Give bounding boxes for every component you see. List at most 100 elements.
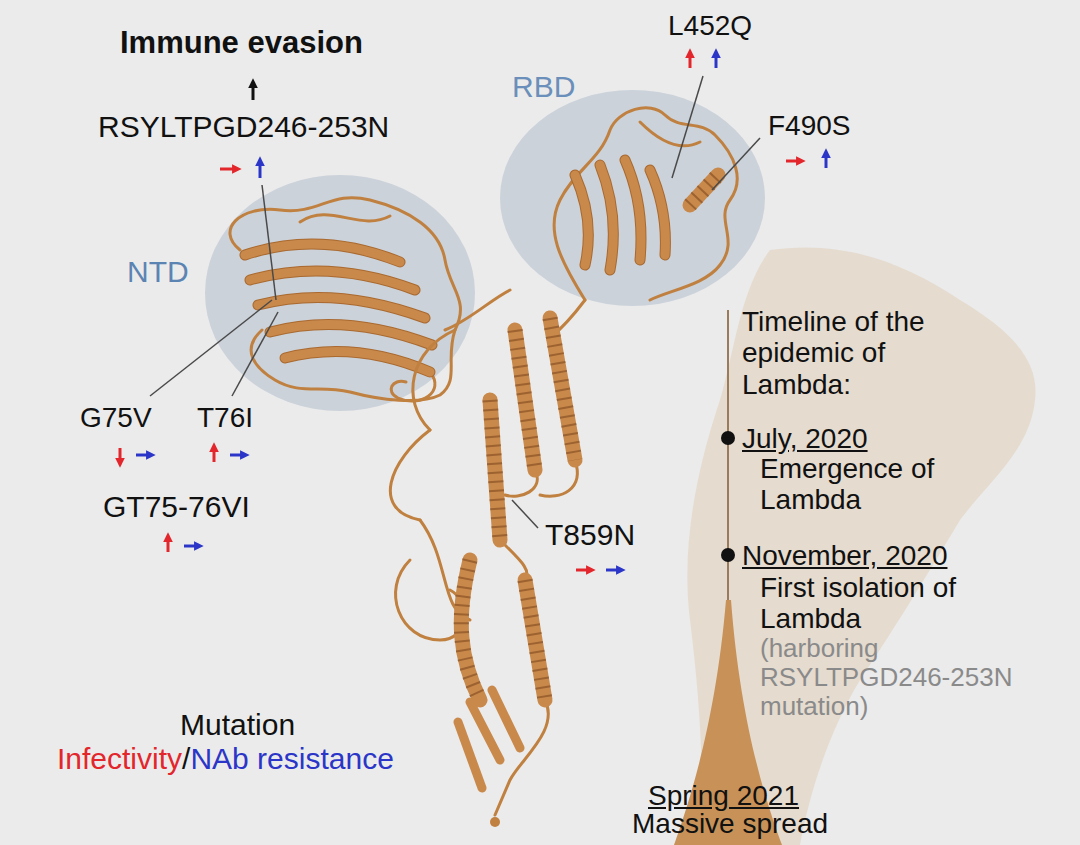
label-holder: T859N <box>545 518 635 552</box>
effect-arrow-part <box>119 448 122 460</box>
annotation-text: Immune evasion <box>120 26 363 61</box>
domain-region: NTD <box>205 175 475 411</box>
domain-label: RBD <box>512 70 575 104</box>
effect-arrow-part <box>825 156 828 168</box>
ntd-cartoon-part <box>270 324 432 345</box>
ntd-cartoon-part <box>245 244 400 262</box>
effect-arrow-part <box>167 540 170 552</box>
stalk-cartoon-part <box>550 318 575 460</box>
stalk-cartoon-part <box>525 580 545 700</box>
stalk-cartoon <box>390 290 585 827</box>
rbd-cartoon-part <box>690 175 718 205</box>
stalk-cartoon-part <box>458 722 482 788</box>
annotation-text: T859N <box>545 518 635 552</box>
annotation-text: F490S <box>768 110 851 141</box>
annotation-text: / <box>182 742 190 775</box>
stalk-cartoon-part <box>550 318 575 460</box>
annotation-text: First isolation of Lambda <box>760 572 975 635</box>
stalk-cartoon-part <box>492 690 520 748</box>
annotation-text: Massive spread <box>632 808 828 839</box>
annotation-text: July, 2020 <box>742 423 868 454</box>
annotation-text: GT75-76VI <box>103 490 250 524</box>
label-holder: GT75-76VI <box>103 490 250 524</box>
stalk-cartoon-part <box>445 290 510 330</box>
label-holder: G75V <box>80 402 152 433</box>
ntd-cartoon-part <box>285 352 430 372</box>
ntd-cartoon-part <box>258 297 425 318</box>
legend-text: NAb resistance <box>190 742 393 775</box>
effect-arrow-part <box>213 450 216 462</box>
label-holder: L452Q <box>668 10 752 41</box>
rbd-cartoon <box>554 108 737 300</box>
effect-arrow-part <box>259 164 262 178</box>
legend-color: NAb resistance <box>190 742 393 776</box>
effect-arrow-part <box>689 56 692 68</box>
annotation-text: RSYLTPGD246-253N <box>98 110 389 144</box>
legend-separator: / <box>182 742 190 776</box>
rbd-cartoon-part <box>640 122 700 146</box>
stalk-cartoon-part <box>461 560 480 700</box>
stalk-cartoon-part <box>515 330 535 470</box>
timeline-part <box>721 548 735 562</box>
rbd-cartoon-part <box>650 170 665 255</box>
region-ellipse <box>500 90 765 306</box>
effect-arrow-part <box>252 86 255 100</box>
region-ellipse <box>205 175 475 411</box>
effect-arrow-part <box>220 168 234 171</box>
leader-line-part <box>262 185 276 300</box>
ntd-cartoon <box>230 198 460 401</box>
domain-region: RBD <box>500 90 765 306</box>
leader-line-part <box>712 138 760 190</box>
rbd-cartoon-part <box>554 108 737 300</box>
rbd-cartoon-part <box>600 165 613 270</box>
label-holder: November, 2020 <box>742 540 947 571</box>
ntd-cartoon-part <box>258 297 425 318</box>
ntd-cartoon-part <box>300 215 390 222</box>
domain-label: NTD <box>127 255 189 289</box>
effect-arrow-part <box>786 160 798 163</box>
label-holder: T76I <box>197 402 253 433</box>
stalk-cartoon-part <box>490 817 500 827</box>
stalk-cartoon-part <box>490 400 500 540</box>
label-holder: Emergence of Lambda <box>760 453 975 516</box>
label-holder: F490S <box>768 110 851 141</box>
effect-arrow-part <box>576 569 588 572</box>
stalk-cartoon-part <box>525 580 545 700</box>
ntd-cartoon-part <box>245 244 400 262</box>
label-holder: Mutation <box>180 708 295 742</box>
region-ellipse-fill <box>500 90 765 306</box>
stalk-cartoon-part <box>470 702 500 760</box>
stalk-cartoon-part <box>490 400 500 540</box>
annotation-text: Timeline of the epidemic of Lambda: <box>742 306 974 400</box>
stalk-cartoon-part <box>461 560 480 700</box>
label-holder: Massive spread <box>632 808 828 839</box>
effect-arrow-part <box>184 545 196 548</box>
legend: InfectivityNAb resistance/ <box>57 742 394 776</box>
leader-line-part <box>150 300 272 396</box>
rbd-cartoon-part <box>625 160 641 260</box>
leader-line-part <box>232 312 278 396</box>
ntd-cartoon-part <box>270 324 432 345</box>
annotation-text: Spring 2021 <box>648 780 799 811</box>
leader-line-part <box>512 500 538 528</box>
effect-arrow-part <box>136 454 148 457</box>
ntd-cartoon-part <box>285 352 430 372</box>
stalk-cartoon-part <box>413 330 455 430</box>
rbd-cartoon-part <box>690 175 718 205</box>
label-holder: Immune evasion <box>120 26 363 61</box>
rbd-cartoon-part <box>625 160 641 260</box>
stalk-cartoon-part <box>390 430 430 520</box>
label-holder: Spring 2021 <box>648 780 799 811</box>
annotation-text: T76I <box>197 402 253 433</box>
legend-color: Infectivity <box>57 742 182 776</box>
leader-line <box>150 76 760 528</box>
label-holder: RSYLTPGD246-253N <box>98 110 389 144</box>
annotation-text: Emergence of Lambda <box>760 453 975 516</box>
annotation-text: L452Q <box>668 10 752 41</box>
effect-arrow-part <box>715 56 718 68</box>
label-holder: (harboring RSYLTPGD246-253N mutation) <box>760 634 1060 721</box>
label-holder: Timeline of the epidemic of Lambda: <box>742 306 974 400</box>
stalk-cartoon-part <box>515 330 535 470</box>
ntd-cartoon-part <box>230 198 460 401</box>
